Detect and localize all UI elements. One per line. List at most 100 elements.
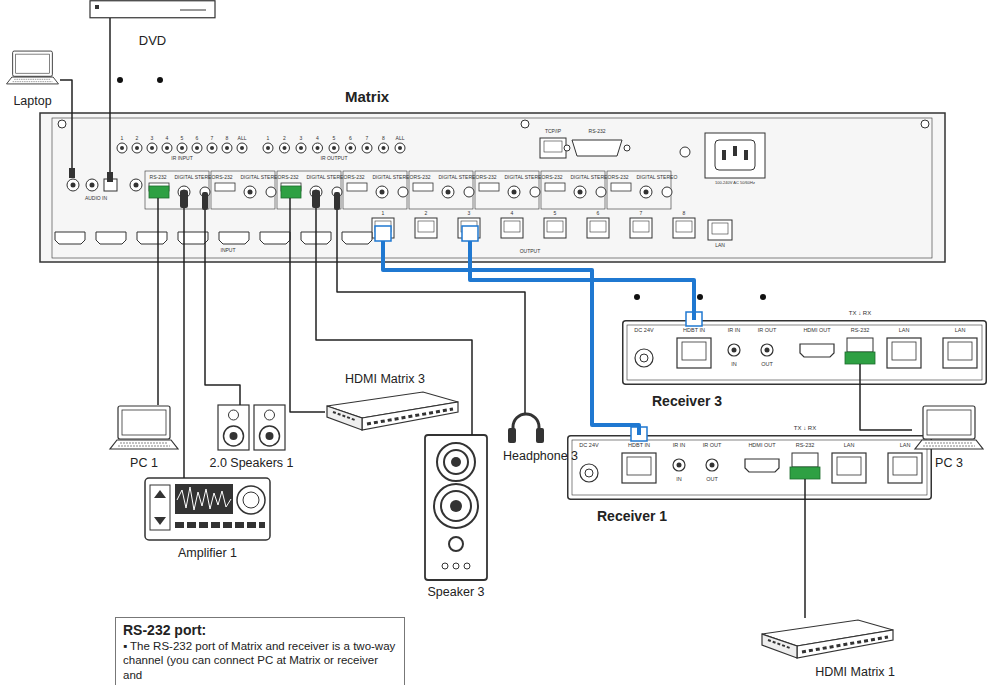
stereo-speakers	[218, 405, 285, 450]
cable	[205, 262, 240, 405]
port-label: IR OUT	[758, 328, 777, 334]
rca-jack	[376, 186, 388, 198]
device-box: PC 1	[108, 405, 180, 450]
rca-jack	[244, 186, 256, 198]
ir-jack	[329, 143, 339, 153]
port-label: DIGITAL	[504, 175, 523, 180]
drawing-part	[71, 183, 76, 188]
port-label: HDBT IN	[683, 328, 705, 334]
port-label: 6	[597, 211, 600, 216]
drawing-part	[804, 479, 806, 500]
phoenix-terminal	[347, 183, 367, 191]
device-box: Matrix	[40, 113, 945, 262]
ir-jack	[346, 143, 356, 153]
receiver-plugs	[631, 312, 860, 500]
ir-jack	[225, 146, 229, 150]
drawing-part	[921, 120, 929, 128]
port-label: STEREO	[525, 175, 546, 180]
drawing-part	[722, 150, 726, 160]
device-box: HDMI Matrix 3	[325, 390, 460, 432]
drawing-part	[425, 435, 487, 580]
drawing-part	[145, 478, 270, 540]
cable	[804, 500, 806, 618]
drawing-part	[450, 500, 462, 512]
port-label: 6	[196, 136, 199, 141]
phoenix-terminal	[215, 183, 235, 191]
drawing-part	[150, 485, 170, 530]
drawing-part	[218, 405, 249, 450]
receiver-panel	[623, 321, 987, 385]
port-label: DIGITAL	[372, 175, 391, 180]
pc-icon	[110, 406, 178, 449]
drawing-part	[237, 486, 265, 514]
ir-jack	[240, 146, 244, 150]
port-label: 6	[349, 136, 352, 141]
port-label: DIGITAL	[174, 175, 193, 180]
device-label: Speaker 3	[428, 585, 485, 599]
rj45-port	[418, 221, 434, 232]
hdmi-port	[55, 232, 85, 244]
drawing-part	[266, 432, 274, 440]
port-label: TX ↓ RX	[794, 425, 816, 431]
drawing-part	[442, 563, 448, 569]
cable	[60, 80, 72, 113]
ir-jack	[132, 143, 142, 153]
ir-jack	[299, 146, 303, 150]
stereo-jack	[530, 187, 540, 197]
hdmi-port	[137, 232, 167, 244]
device-label: Receiver 1	[597, 508, 667, 524]
port-label: RS-232	[348, 175, 365, 180]
cable	[337, 262, 525, 413]
ir-jack	[362, 143, 372, 153]
rca-jack	[248, 190, 253, 195]
ir-jack	[192, 143, 202, 153]
drawing-part	[265, 410, 275, 420]
device-box: Amplifier 1	[145, 478, 270, 540]
dvd-player	[90, 1, 215, 18]
drawing-part	[375, 226, 391, 241]
port-label: RS-232	[851, 328, 870, 334]
port-label: RS-232	[796, 443, 815, 449]
rca-jack	[442, 186, 454, 198]
port-label: 8	[382, 136, 385, 141]
ir-jack	[195, 146, 199, 150]
port-label: 1	[267, 136, 270, 141]
drawing-part	[705, 133, 765, 178]
port-label: AUDIO IN	[85, 196, 107, 201]
drawing-part	[733, 146, 737, 156]
ir-jack	[283, 146, 287, 150]
drawing-part	[544, 141, 562, 152]
drawing-part	[254, 405, 285, 450]
laptop-icon	[7, 51, 59, 84]
ir-jack	[365, 146, 369, 150]
device-box: 2.0 Speakers 1	[218, 405, 285, 450]
port-label: 3	[300, 136, 303, 141]
device-label: PC 3	[935, 456, 963, 470]
ir-jack	[382, 146, 386, 150]
port-label: 1	[382, 211, 385, 216]
port-label: DIGITAL	[240, 175, 259, 180]
drawing-part	[86, 179, 98, 191]
ir-jack	[296, 143, 306, 153]
port-label: OUT	[706, 477, 718, 483]
rca-jack	[508, 186, 520, 198]
hdmi-port	[178, 232, 208, 244]
drawing-part	[149, 186, 169, 198]
note-title: RS-232 port:	[123, 622, 397, 639]
drawing-part	[715, 140, 755, 170]
device-label: Headphone 3	[503, 449, 578, 463]
port-label: 4	[316, 136, 319, 141]
port-label: LAN	[900, 443, 911, 449]
ir-jack	[398, 146, 402, 150]
port-label: 8	[683, 211, 686, 216]
port-label: 1	[121, 136, 124, 141]
ir-jack	[266, 146, 270, 150]
port-label: IN	[731, 362, 737, 368]
drawing-part	[69, 168, 75, 178]
cable	[109, 18, 111, 113]
drawing-part	[437, 443, 475, 481]
port-label: 7	[640, 211, 643, 216]
port-label: STEREO	[261, 175, 282, 180]
rj45-port	[544, 218, 566, 238]
